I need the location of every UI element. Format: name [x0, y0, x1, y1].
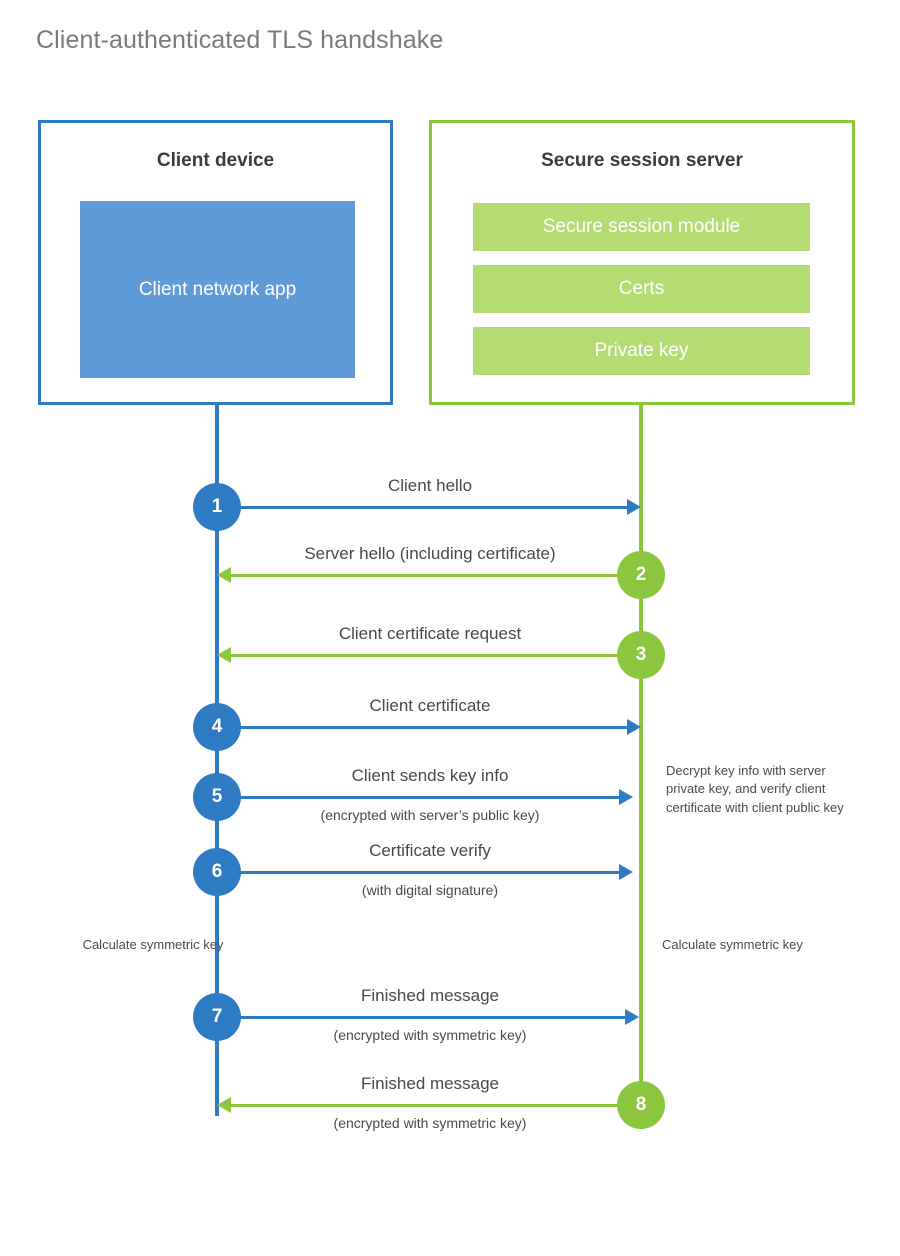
message-6-line — [217, 871, 621, 874]
step-circle-3: 3 — [617, 631, 665, 679]
step-circle-5: 5 — [193, 773, 241, 821]
server-component-private-key: Private key — [473, 327, 810, 375]
secure-session-server-title: Secure session server — [541, 150, 743, 171]
secure-session-server-box: Secure session server Secure session mod… — [429, 120, 855, 405]
message-6-label: Certificate verify — [369, 841, 491, 860]
server-component-certs: Certs — [473, 265, 810, 313]
note-decrypt-key-info: Decrypt key info with server private key… — [666, 763, 844, 815]
message-3-line — [229, 654, 641, 657]
server-component-secure-session-module: Secure session module — [473, 203, 810, 251]
message-4-arrowhead-icon — [627, 719, 641, 735]
message-8-sublabel: (encrypted with symmetric key) — [333, 1115, 527, 1131]
message-5-label: Client sends key info — [351, 766, 509, 785]
message-1-label: Client hello — [387, 476, 473, 495]
client-network-app-block: Client network app — [80, 201, 355, 378]
note-client-calculate-symmetric-key: Calculate symmetric key — [82, 937, 224, 952]
message-1-arrowhead-icon — [627, 499, 641, 515]
message-2-arrowhead-icon — [217, 567, 231, 583]
page-title: Client-authenticated TLS handshake — [36, 26, 444, 54]
note-server-calculate-symmetric-key: Calculate symmetric key — [662, 937, 803, 952]
step-circle-4: 4 — [193, 703, 241, 751]
message-1-line — [217, 506, 629, 509]
message-7-sublabel: (encrypted with symmetric key) — [333, 1027, 527, 1043]
step-circle-7: 7 — [193, 993, 241, 1041]
message-8-arrowhead-icon — [217, 1097, 231, 1113]
message-6-sublabel: (with digital signature) — [361, 882, 499, 898]
server-lifeline — [639, 405, 643, 1105]
step-circle-6: 6 — [193, 848, 241, 896]
step-circle-2: 2 — [617, 551, 665, 599]
message-5-arrowhead-icon — [619, 789, 633, 805]
step-circle-1: 1 — [193, 483, 241, 531]
message-8-label: Finished message — [361, 1074, 499, 1093]
message-7-arrowhead-icon — [625, 1009, 639, 1025]
message-6-arrowhead-icon — [619, 864, 633, 880]
message-2-label: Server hello (including certificate) — [304, 544, 556, 563]
step-circle-8: 8 — [617, 1081, 665, 1129]
client-device-box: Client device Client network app — [38, 120, 393, 405]
message-7-label: Finished message — [361, 986, 499, 1005]
message-2-line — [229, 574, 641, 577]
client-lifeline — [215, 405, 219, 1116]
message-4-line — [217, 726, 629, 729]
message-4-label: Client certificate — [369, 696, 491, 715]
message-7-line — [217, 1016, 627, 1019]
message-3-label: Client certificate request — [338, 624, 522, 643]
message-5-sublabel: (encrypted with server’s public key) — [320, 807, 540, 823]
message-8-line — [229, 1104, 641, 1107]
message-5-line — [217, 796, 621, 799]
message-3-arrowhead-icon — [217, 647, 231, 663]
client-device-title: Client device — [156, 150, 275, 171]
